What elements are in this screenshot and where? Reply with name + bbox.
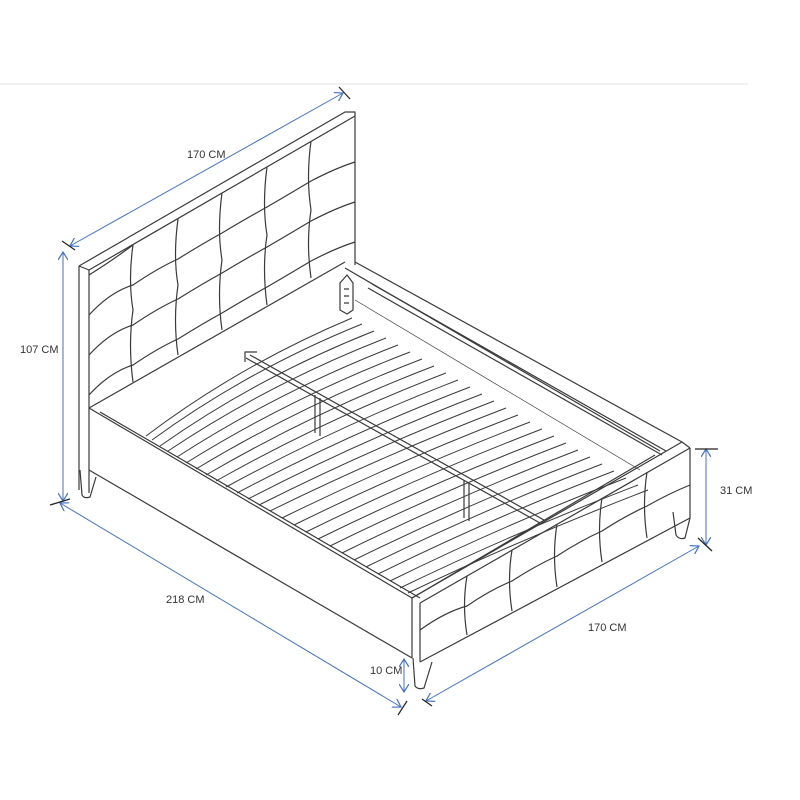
center-guide-line bbox=[354, 299, 641, 471]
center-rail bbox=[244, 351, 545, 524]
headboard bbox=[78, 111, 356, 493]
side-rail bbox=[88, 407, 421, 659]
dim-headboard-width bbox=[70, 93, 343, 246]
dim-bed-width bbox=[426, 546, 699, 701]
footboard-height-label: 31 CM bbox=[720, 485, 753, 497]
bed-length-label: 218 CM bbox=[166, 594, 205, 606]
slats bbox=[145, 317, 649, 594]
leg-height-label: 10 CM bbox=[370, 665, 403, 677]
dim-bed-length bbox=[60, 503, 401, 707]
far-side-rail bbox=[344, 261, 683, 452]
dimension-lines bbox=[60, 93, 706, 707]
headboard-height-label: 107 CM bbox=[20, 344, 59, 356]
headboard-width-label: 170 CM bbox=[187, 149, 226, 161]
legs bbox=[79, 469, 691, 690]
slat-rail bbox=[339, 274, 667, 456]
bed-width-label: 170 CM bbox=[588, 622, 627, 634]
dimension-ticks bbox=[49, 86, 718, 716]
